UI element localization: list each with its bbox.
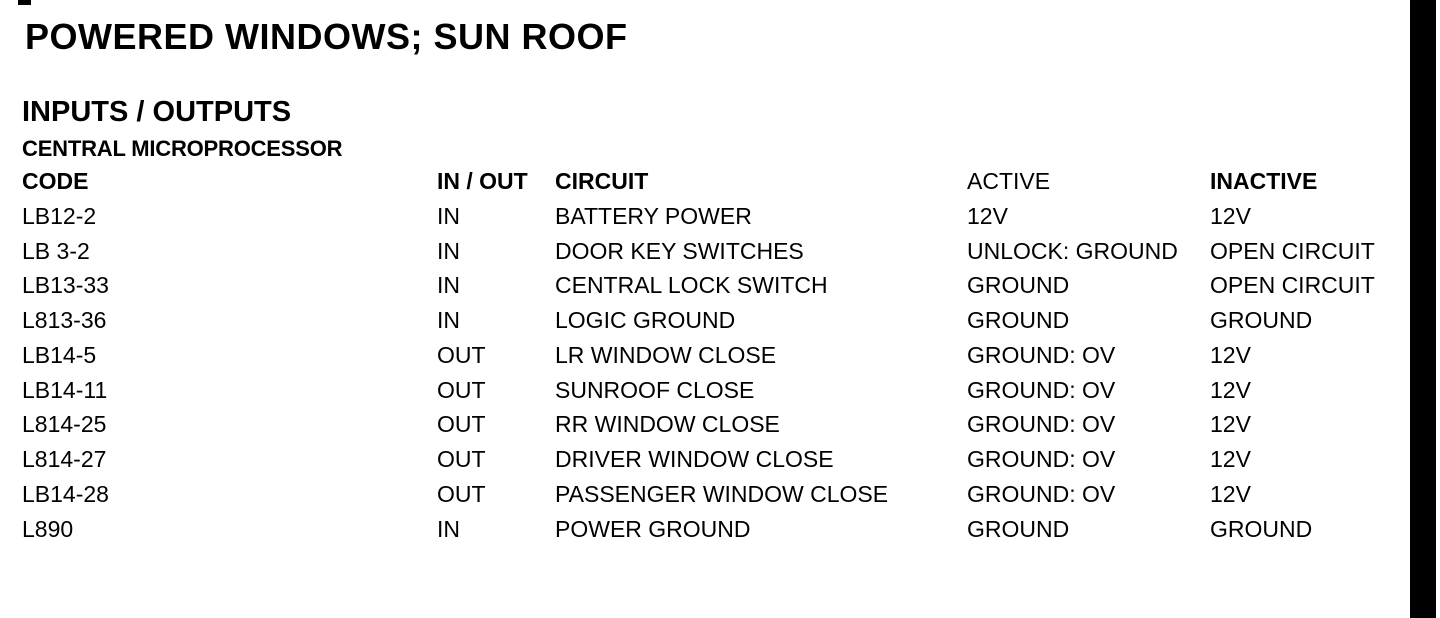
cell-in-out: IN <box>437 307 460 333</box>
cell-in-out: OUT <box>437 341 486 368</box>
cell-inactive: 12V <box>1210 480 1251 507</box>
cell-active: GROUND <box>967 515 1070 542</box>
scan-edge-bar-artifact <box>1410 0 1436 618</box>
cell-code: LB13-33 <box>22 272 109 299</box>
cell-inactive: 12V <box>1210 446 1251 472</box>
cell-circuit: LOGIC GROUND <box>555 307 736 333</box>
subsection-heading-central-microprocessor: CENTRAL MICROPROCESSOR <box>22 136 343 161</box>
cell-in-out: IN <box>437 202 460 229</box>
cell-code: L890 <box>22 515 74 542</box>
section-heading-inputs-outputs: INPUTS / OUTPUTS <box>22 96 292 128</box>
table-row: LB13-33 IN CENTRAL LOCK SWITCH GROUND OPEN C… <box>0 268 1406 303</box>
cell-code: LB14-5 <box>22 341 97 368</box>
table-row: LB14-5 OUT LR WINDOW CLOSE GROUND: OV 12V <box>0 338 1406 373</box>
cell-circuit: RR WINDOW CLOSE <box>555 411 780 438</box>
header-cell-circuit: CIRCUIT <box>555 168 649 194</box>
table-row: L814-25 OUT RR WINDOW CLOSE GROUND: OV 12V <box>0 407 1406 442</box>
cell-active: GROUND: OV <box>967 341 1116 368</box>
cell-active: GROUND <box>967 272 1070 299</box>
cell-inactive: OPEN CIRCUIT <box>1210 272 1375 299</box>
scan-speck-artifact <box>18 0 31 5</box>
cell-active: GROUND: OV <box>967 446 1116 472</box>
io-table: CODE IN / OUT CIRCUIT ACTIVE INACTIVE LB… <box>0 164 1406 546</box>
cell-code: LB12-2 <box>22 202 97 229</box>
cell-circuit: CENTRAL LOCK SWITCH <box>555 272 828 299</box>
cell-active: 12V <box>967 202 1008 229</box>
table-row: LB14-11 OUT SUNROOF CLOSE GROUND: OV 12V <box>0 373 1406 408</box>
table-header-row: CODE IN / OUT CIRCUIT ACTIVE INACTIVE <box>0 164 1406 199</box>
header-cell-in-out: IN / OUT <box>437 168 528 194</box>
table-row: LB12-2 IN BATTERY POWER 12V 12V <box>0 199 1406 234</box>
cell-in-out: OUT <box>437 411 486 438</box>
cell-active: GROUND <box>967 307 1070 333</box>
table-row: LB 3-2 IN DOOR KEY SWITCHES UNLOCK: GROUND O… <box>0 234 1406 269</box>
table-row: LB14-28 OUT PASSENGER WINDOW CLOSE GROUND: … <box>0 477 1406 512</box>
cell-in-out: IN <box>437 515 460 542</box>
cell-circuit: BATTERY POWER <box>555 202 752 229</box>
cell-active: GROUND: OV <box>967 376 1116 403</box>
cell-circuit: SUNROOF CLOSE <box>555 376 755 403</box>
cell-circuit: POWER GROUND <box>555 515 751 542</box>
cell-in-out: IN <box>437 237 460 264</box>
cell-active: UNLOCK: GROUND <box>967 237 1178 264</box>
cell-active: GROUND: OV <box>967 411 1116 438</box>
cell-inactive: 12V <box>1210 411 1251 438</box>
cell-code: L814-27 <box>22 446 107 472</box>
table-row: L814-27 OUT DRIVER WINDOW CLOSE GROUND: OV 1… <box>0 442 1406 477</box>
cell-inactive: GROUND <box>1210 307 1313 333</box>
cell-code: LB14-11 <box>22 376 108 403</box>
header-cell-inactive: INACTIVE <box>1210 168 1318 194</box>
header-cell-active: ACTIVE <box>967 168 1051 194</box>
cell-inactive: 12V <box>1210 376 1251 403</box>
cell-inactive: 12V <box>1210 202 1251 229</box>
cell-circuit: DRIVER WINDOW CLOSE <box>555 446 834 472</box>
cell-circuit: LR WINDOW CLOSE <box>555 341 777 368</box>
page-title: POWERED WINDOWS; SUN ROOF <box>25 16 628 57</box>
cell-in-out: OUT <box>437 446 486 472</box>
cell-code: LB14-28 <box>22 480 109 507</box>
table-row: L890 IN POWER GROUND GROUND GROUND <box>0 512 1406 547</box>
header-cell-code: CODE <box>22 168 89 194</box>
cell-code: L813-36 <box>22 307 107 333</box>
cell-inactive: 12V <box>1210 341 1251 368</box>
cell-in-out: OUT <box>437 480 486 507</box>
cell-active: GROUND: OV <box>967 480 1116 507</box>
cell-code: LB 3-2 <box>22 237 90 264</box>
cell-inactive: GROUND <box>1210 515 1313 542</box>
table-row: L813-36 IN LOGIC GROUND GROUND GROUND <box>0 303 1406 338</box>
cell-in-out: OUT <box>437 376 486 403</box>
cell-circuit: DOOR KEY SWITCHES <box>555 237 804 264</box>
cell-circuit: PASSENGER WINDOW CLOSE <box>555 480 889 507</box>
cell-in-out: IN <box>437 272 460 299</box>
cell-inactive: OPEN CIRCUIT <box>1210 237 1375 264</box>
cell-code: L814-25 <box>22 411 107 438</box>
